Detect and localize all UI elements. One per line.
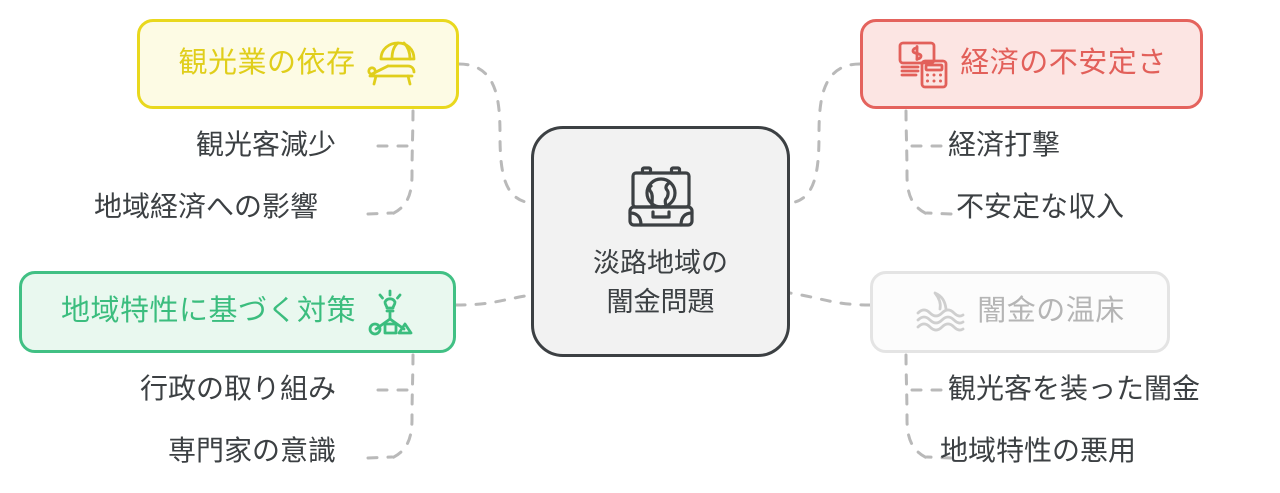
branch-node-hotbed[interactable]: 闇金の温床 <box>870 271 1170 353</box>
connector-economy-stem <box>904 109 931 217</box>
connector-measures-stem <box>388 353 415 461</box>
branch-label-hotbed: 闇金の温床 <box>977 295 1125 328</box>
beach-parasol-lounger-icon <box>366 40 418 88</box>
sub-item-tourism-1: 観光客減少 <box>196 129 337 160</box>
shark-fin-waves-icon <box>915 290 967 334</box>
money-calculator-icon <box>896 39 950 89</box>
connector-measures-child-2 <box>366 455 394 460</box>
sub-item-economy-2: 不安定な収入 <box>956 191 1125 222</box>
center-title-line2: 闇金問題 <box>606 287 715 317</box>
connector-tourism-child-2 <box>366 211 394 216</box>
branch-label-measures: 地域特性に基づく対策 <box>60 295 356 328</box>
branch-node-economy[interactable]: 経済の不安定さ <box>860 19 1203 109</box>
connector-center-hotbed <box>788 291 872 307</box>
connector-economy-child-2 <box>925 211 953 216</box>
sub-item-hotbed-2: 地域特性の悪用 <box>940 435 1137 466</box>
center-node[interactable]: 淡路地域の 闇金問題 <box>531 126 790 357</box>
suitcase-globe-icon <box>622 163 700 238</box>
connector-center-economy <box>788 62 862 205</box>
branch-node-measures[interactable]: 地域特性に基づく対策 <box>19 271 456 353</box>
sub-item-measures-1: 行政の取り組み <box>140 373 337 404</box>
connector-hotbed-stem <box>904 353 931 461</box>
connector-center-tourism <box>457 62 533 205</box>
branch-node-tourism[interactable]: 観光業の依存 <box>137 19 459 109</box>
lightbulb-strategy-icon <box>366 288 414 336</box>
branch-label-tourism: 観光業の依存 <box>178 47 356 80</box>
center-title-line1: 淡路地域の <box>593 248 728 279</box>
sub-item-hotbed-1: 観光客を装った闇金 <box>948 373 1201 404</box>
connector-center-measures <box>454 293 533 307</box>
connector-tourism-stem <box>388 109 415 217</box>
sub-item-economy-1: 経済打撃 <box>948 129 1061 160</box>
branch-label-economy: 経済の不安定さ <box>960 47 1167 80</box>
sub-item-tourism-2: 地域経済への影響 <box>94 191 319 222</box>
sub-item-measures-2: 専門家の意識 <box>168 435 337 466</box>
